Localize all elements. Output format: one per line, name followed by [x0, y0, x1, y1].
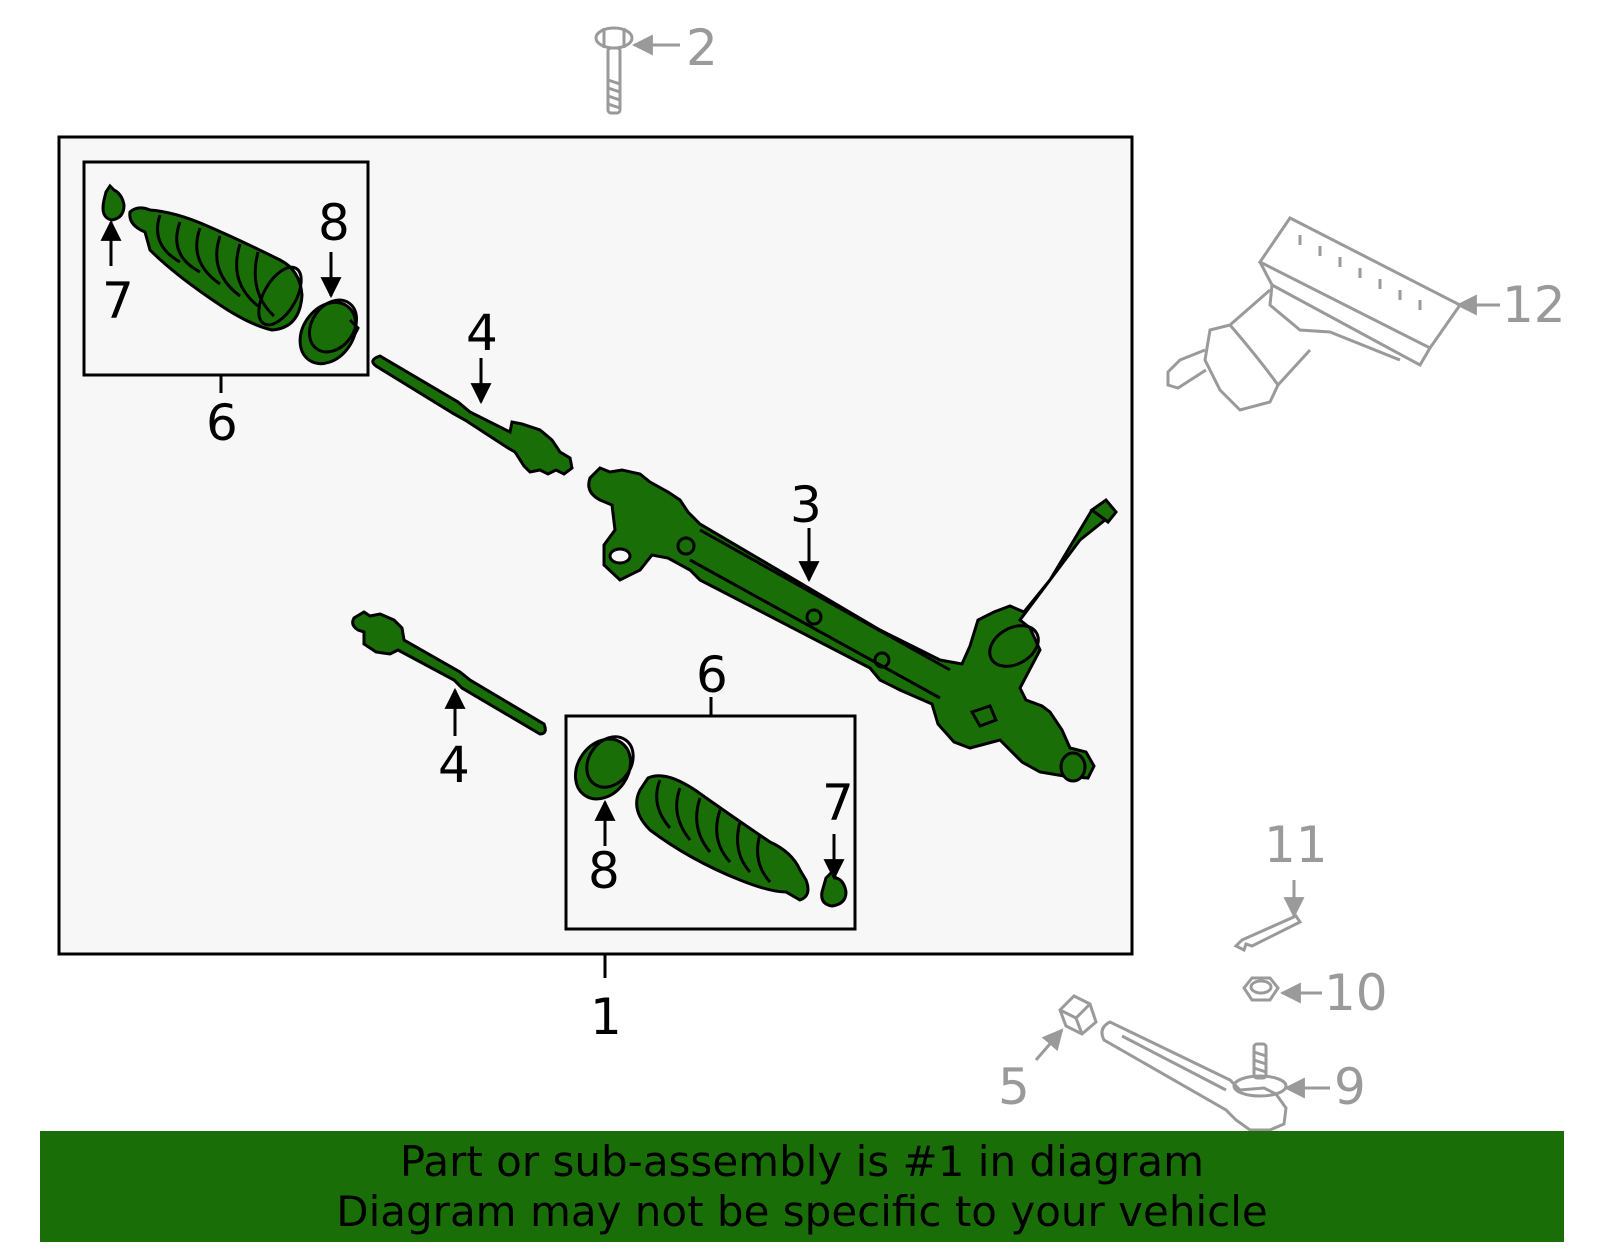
callout-11: 11 — [1264, 816, 1328, 874]
tie-rod-upper — [371, 354, 574, 476]
disclaimer-banner: Part or sub-assembly is #1 in diagram Di… — [40, 1131, 1564, 1242]
callout-7-upper: 7 — [102, 272, 134, 330]
callout-6-lower: 6 — [696, 646, 728, 704]
callout-4-upper: 4 — [466, 304, 498, 362]
callout-7-lower: 7 — [822, 774, 854, 832]
callout-5: 5 — [998, 1058, 1030, 1116]
bolt-part-2 — [594, 26, 634, 115]
column-part-12 — [1166, 216, 1463, 412]
callout-12: 12 — [1502, 276, 1566, 334]
banner-line-2: Diagram may not be specific to your vehi… — [336, 1187, 1268, 1236]
nut-part-10 — [1242, 976, 1280, 1002]
callout-2: 2 — [686, 19, 718, 77]
tie-rod-lower — [351, 610, 547, 736]
callout-8-lower: 8 — [588, 842, 620, 900]
callout-8-upper: 8 — [318, 194, 350, 252]
steering-gear-rack — [587, 466, 1118, 783]
bellows-cap-upper — [298, 298, 360, 366]
banner-line-1: Part or sub-assembly is #1 in diagram — [399, 1137, 1205, 1186]
callout-10: 10 — [1324, 964, 1388, 1022]
cotter-pin-part-11 — [1233, 914, 1303, 953]
clamp-upper — [101, 183, 126, 222]
callout-9: 9 — [1334, 1058, 1366, 1116]
callout-4-lower: 4 — [438, 736, 470, 794]
jam-nut-part-5 — [1058, 994, 1098, 1036]
callout-6-upper: 6 — [206, 394, 238, 452]
callout-3: 3 — [790, 476, 822, 534]
boot-lower — [635, 774, 810, 902]
boot-upper — [128, 206, 304, 332]
callout-1: 1 — [590, 988, 622, 1046]
bellows-cap-lower — [573, 735, 635, 801]
arrow-5 — [1034, 1028, 1064, 1061]
tie-rod-end-part-9 — [1100, 1020, 1288, 1132]
